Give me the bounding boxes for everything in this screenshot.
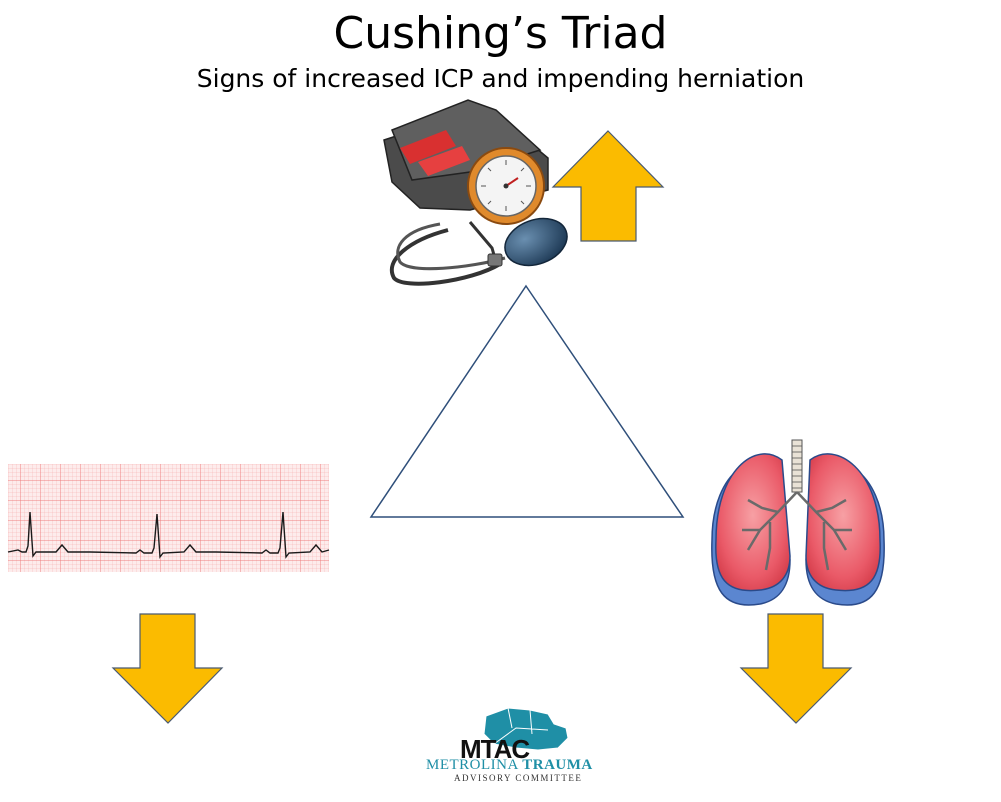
mtac-logo: MTAC METROLINA TRAUMA ADVISORY COMMITTEE	[420, 704, 610, 794]
resp-down-arrow-icon	[739, 613, 853, 724]
logo-tagline: ADVISORY COMMITTEE	[454, 773, 583, 783]
triad-triangle	[369, 284, 685, 518]
bp-up-arrow-icon	[551, 130, 665, 242]
logo-name: METROLINA TRAUMA	[426, 757, 593, 773]
ecg-strip-icon	[7, 464, 330, 572]
blood-pressure-cuff-icon	[383, 99, 568, 286]
logo-abbrev: MTAC	[460, 734, 530, 764]
hr-down-arrow-icon	[111, 613, 224, 724]
slide-title: Cushing’s Triad	[333, 8, 668, 59]
lungs-icon	[711, 439, 885, 606]
slide-subtitle: Signs of increased ICP and impending her…	[196, 64, 805, 93]
logo-map-icon	[483, 707, 569, 751]
